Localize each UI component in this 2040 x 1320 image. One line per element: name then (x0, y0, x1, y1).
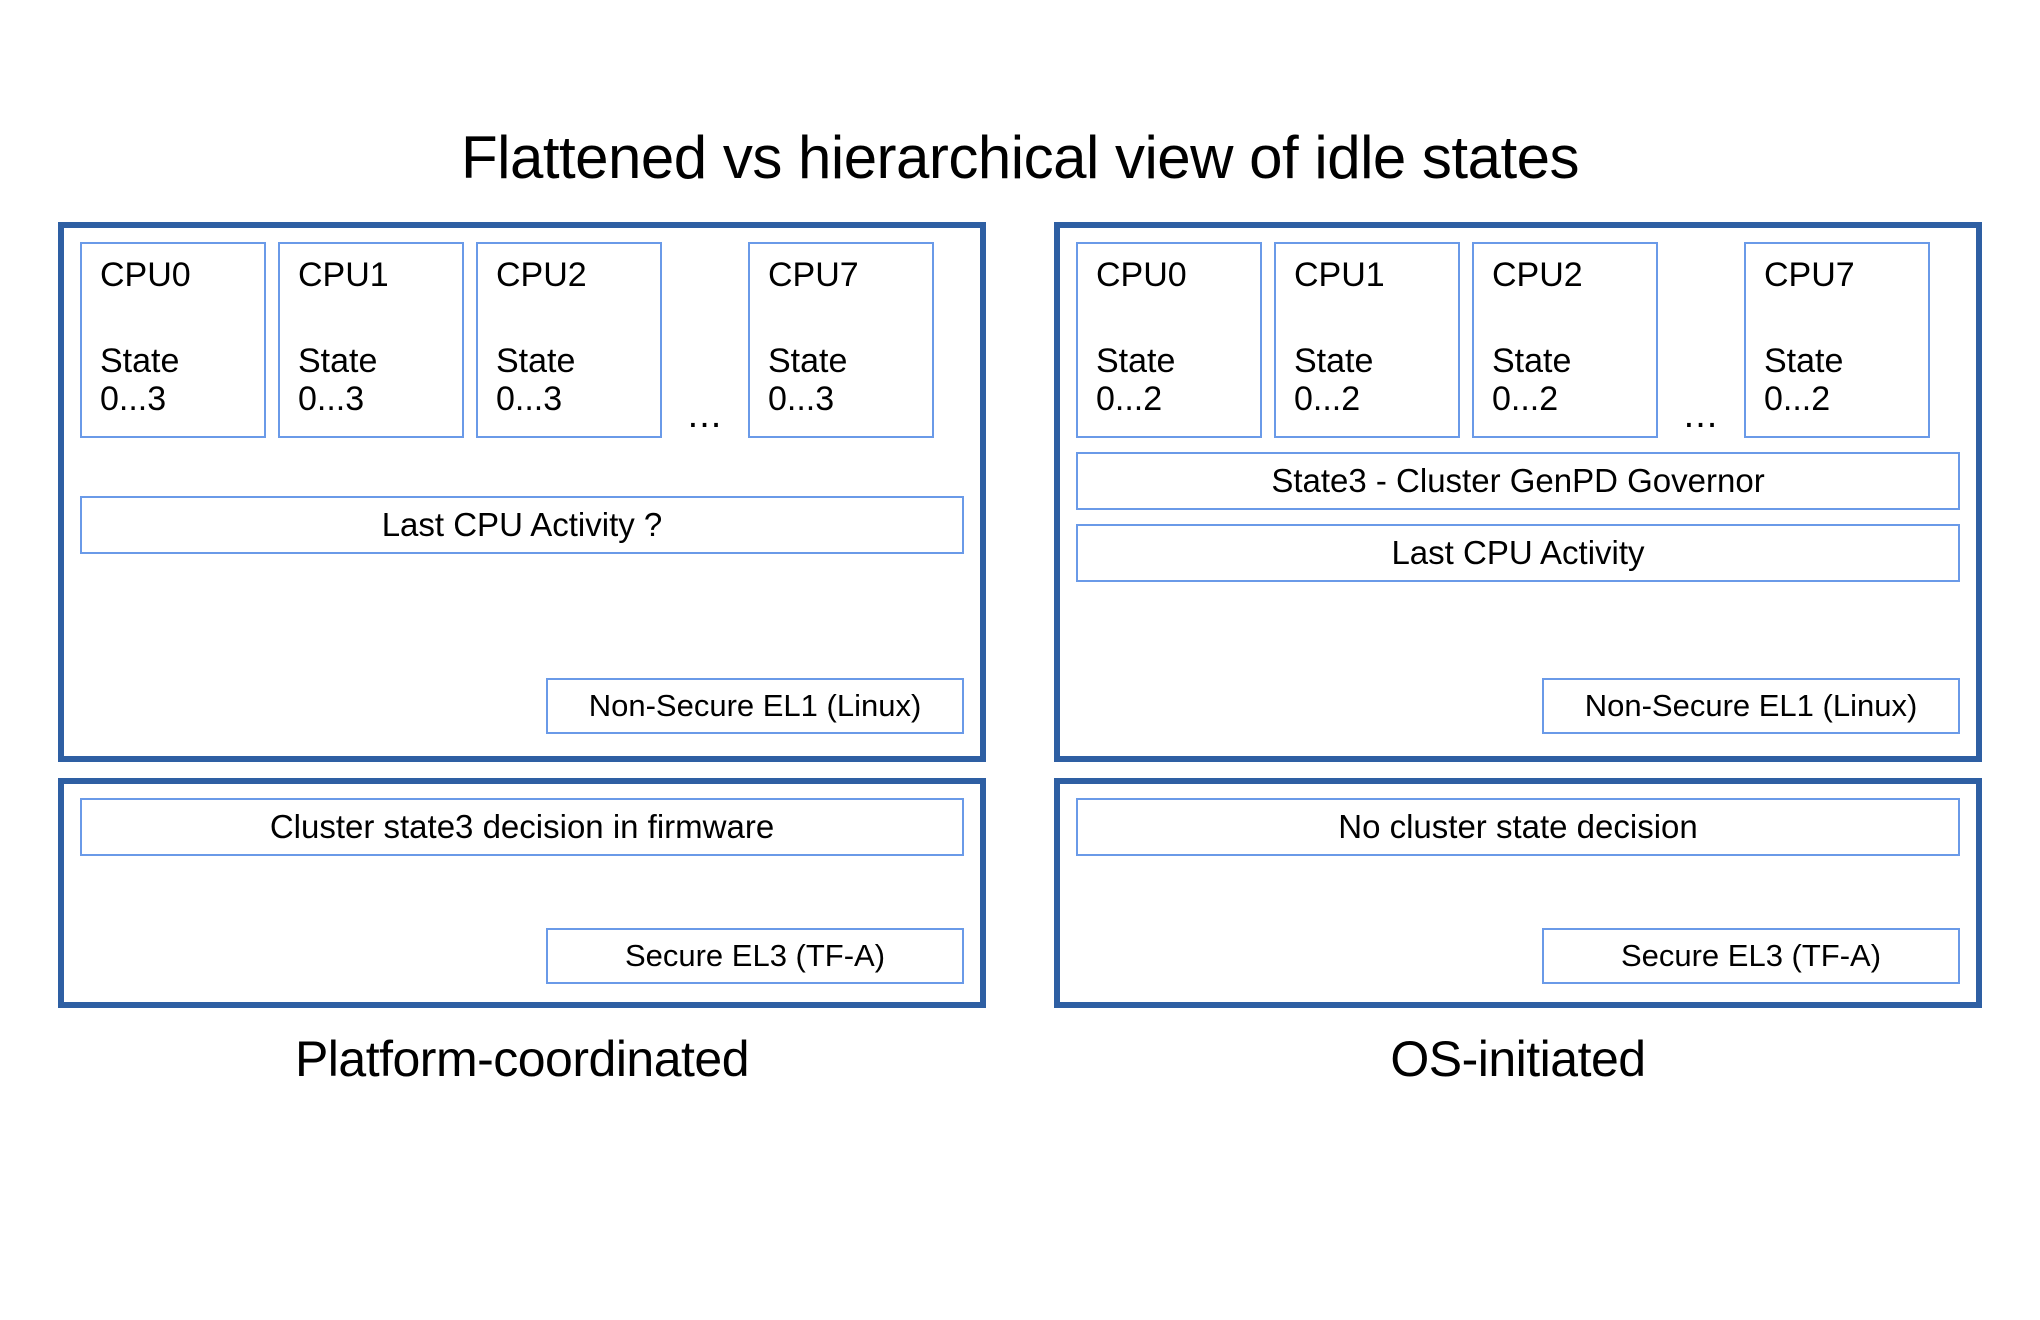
cpu-state-range: 0...3 (768, 380, 835, 418)
cluster-state-decision-bar: Cluster state3 decision in firmware (80, 798, 964, 856)
cpu-state-range: 0...3 (298, 380, 365, 418)
cpu-box-cpu1: CPU1 State 0...2 (1274, 242, 1460, 438)
cpu-state-range: 0...2 (1096, 380, 1163, 418)
cpu-state-range: 0...2 (1764, 380, 1831, 418)
cpu-label: CPU2 (1492, 256, 1583, 294)
secure-el3-panel: No cluster state decision Secure EL3 (TF… (1054, 778, 1982, 1008)
column-caption-os-initiated: OS-initiated (1390, 1031, 1646, 1087)
cpu-row: CPU0 State 0...3 CPU1 State 0...3 CPU2 S… (80, 242, 964, 438)
cpu-label: CPU7 (768, 256, 859, 294)
cpu-ellipsis-gap: ... (1658, 242, 1744, 438)
cpu-box-cpu0: CPU0 State 0...3 (80, 242, 266, 438)
cpu-state-label: State (298, 342, 378, 380)
secure-el3-panel: Cluster state3 decision in firmware Secu… (58, 778, 986, 1008)
non-secure-el1-tag: Non-Secure EL1 (Linux) (546, 678, 964, 734)
cpu-box-cpu2: CPU2 State 0...3 (476, 242, 662, 438)
cpu-state-label: State (496, 342, 576, 380)
cpu-box-cpu1: CPU1 State 0...3 (278, 242, 464, 438)
cpu-ellipsis-gap: ... (662, 242, 748, 438)
cpu-state-label: State (1764, 342, 1844, 380)
cpu-state-label: State (100, 342, 180, 380)
cpu-state-label: State (768, 342, 848, 380)
cpu-label: CPU1 (298, 256, 389, 294)
cpu-label: CPU1 (1294, 256, 1385, 294)
cpu-state-label: State (1096, 342, 1176, 380)
secure-el3-tag: Secure EL3 (TF-A) (1542, 928, 1960, 984)
diagram-column-os-initiated: CPU0 State 0...2 CPU1 State 0...2 CPU2 S… (1054, 222, 1982, 1088)
cpu-label: CPU0 (100, 256, 191, 294)
cpu-state-range: 0...2 (1294, 380, 1361, 418)
cpu-label: CPU2 (496, 256, 587, 294)
last-cpu-activity-bar: Last CPU Activity (1076, 524, 1960, 582)
cpu-label: CPU7 (1764, 256, 1855, 294)
page-title: Flattened vs hierarchical view of idle s… (460, 124, 1580, 191)
cluster-genpd-governor-bar: State3 - Cluster GenPD Governor (1076, 452, 1960, 510)
non-secure-el1-panel: CPU0 State 0...2 CPU1 State 0...2 CPU2 S… (1054, 222, 1982, 762)
cpu-box-cpu7: CPU7 State 0...2 (1744, 242, 1930, 438)
cpu-state-range: 0...3 (496, 380, 563, 418)
non-secure-el1-tag: Non-Secure EL1 (Linux) (1542, 678, 1960, 734)
column-caption-platform-coordinated: Platform-coordinated (294, 1031, 750, 1087)
cpu-box-cpu7: CPU7 State 0...3 (748, 242, 934, 438)
cpu-label: CPU0 (1096, 256, 1187, 294)
cluster-state-decision-bar: No cluster state decision (1076, 798, 1960, 856)
non-secure-el1-panel: CPU0 State 0...3 CPU1 State 0...3 CPU2 S… (58, 222, 986, 762)
cpu-box-cpu2: CPU2 State 0...2 (1472, 242, 1658, 438)
cpu-box-cpu0: CPU0 State 0...2 (1076, 242, 1262, 438)
cpu-row: CPU0 State 0...2 CPU1 State 0...2 CPU2 S… (1076, 242, 1960, 438)
cpu-state-range: 0...3 (100, 380, 167, 418)
ellipsis-icon: ... (1683, 394, 1719, 436)
cpu-state-range: 0...2 (1492, 380, 1559, 418)
cpu-state-label: State (1492, 342, 1572, 380)
secure-el3-tag: Secure EL3 (TF-A) (546, 928, 964, 984)
cpu-state-label: State (1294, 342, 1374, 380)
ellipsis-icon: ... (687, 394, 723, 436)
last-cpu-activity-bar: Last CPU Activity ? (80, 496, 964, 554)
diagram-column-platform-coordinated: CPU0 State 0...3 CPU1 State 0...3 CPU2 S… (58, 222, 986, 1088)
